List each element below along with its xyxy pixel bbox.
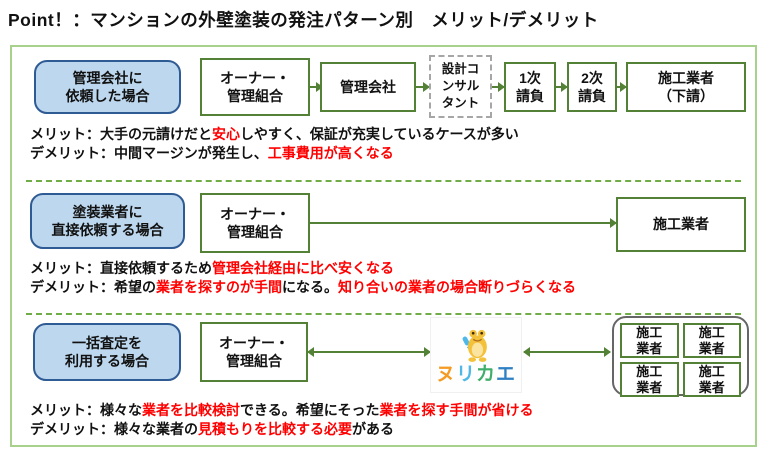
- node-design-consultant: 設計コ ンサル タント: [429, 55, 492, 118]
- merit-text: メリット：直接依頼するため管理会社経由に比べ安くなる: [30, 259, 576, 278]
- diagram-frame: 管理会社に 依頼した場合 オーナー・ 管理組合 管理会社 設計コ ンサル タント…: [10, 45, 757, 447]
- case-box-bulk-quote: 一括査定を 利用する場合: [33, 323, 181, 381]
- demerit-segment-red: 工事費用が高くなる: [267, 145, 394, 161]
- node-secondary-subcontract: 2次 請負: [567, 62, 617, 112]
- merit-segment-red: 安心: [212, 126, 240, 142]
- case-box-management-company: 管理会社に 依頼した場合: [34, 60, 181, 114]
- page-title: Point！：マンションの外壁塗装の発注パターン別 メリット/デメリット: [8, 10, 599, 30]
- flow-arrow: [617, 82, 627, 92]
- notes-section-3: メリット：様々な業者を比較検討できる。希望にそった業者を探す手間が省ける デメリ…: [30, 401, 533, 439]
- node-contractor-option: 施工 業者: [682, 362, 741, 398]
- demerit-text: デメリット：様々な業者の見積もりを比較する必要がある: [30, 420, 533, 439]
- flow-arrow: [416, 82, 430, 92]
- merit-segment: メリット：様々な: [30, 402, 142, 418]
- node-owner-association-1: オーナー・ 管理組合: [200, 58, 310, 116]
- demerit-segment-red: 知り合いの業者の場合断りづらくなる: [338, 279, 576, 295]
- contractor-group: 施工 業者 施工 業者 施工 業者 施工 業者: [612, 316, 749, 398]
- section-divider: [26, 180, 741, 182]
- merit-text: メリット：様々な業者を比較検討できる。希望にそった業者を探す手間が省ける: [30, 401, 533, 420]
- merit-segment: できる。希望にそった: [240, 402, 380, 418]
- demerit-text: デメリット：希望の業者を探すのが手間になる。知り合いの業者の場合断りづらくなる: [30, 278, 576, 297]
- node-primary-subcontract: 1次 請負: [504, 62, 556, 112]
- merit-segment-red: 業者を探す手間が省ける: [379, 402, 534, 418]
- wordmark-char: リ: [455, 363, 476, 385]
- merit-text: メリット：大手の元請けだと安心しやすく、保証が充実しているケースが多い: [30, 125, 519, 144]
- nurikae-wordmark: ヌリカエ: [436, 365, 516, 384]
- flow-arrow-bidirectional: [307, 347, 431, 357]
- nurikae-logo: ヌリカエ: [430, 317, 522, 393]
- notes-section-1: メリット：大手の元請けだと安心しやすく、保証が充実しているケースが多い デメリッ…: [30, 125, 519, 163]
- demerit-segment-red: 業者を探すのが手間: [156, 279, 282, 295]
- demerit-segment: になる。: [282, 279, 338, 295]
- section-divider: [26, 313, 741, 315]
- node-owner-association-2: オーナー・ 管理組合: [200, 193, 310, 253]
- node-contractor-direct: 施工業者: [616, 197, 746, 252]
- demerit-text: デメリット：中間マージンが発生し、工事費用が高くなる: [30, 144, 519, 163]
- flow-arrow-long: [310, 218, 617, 228]
- flow-arrow: [310, 82, 323, 92]
- wordmark-char: エ: [496, 363, 517, 385]
- wordmark-char: カ: [476, 363, 497, 385]
- merit-segment: メリット：直接依頼するため: [30, 260, 212, 276]
- merit-segment: メリット：大手の元請けだと: [30, 126, 212, 142]
- demerit-segment: デメリット：様々な業者の: [30, 421, 198, 437]
- node-owner-association-3: オーナー・ 管理組合: [200, 322, 308, 382]
- node-contractor-option: 施工 業者: [620, 362, 679, 398]
- notes-section-2: メリット：直接依頼するため管理会社経由に比べ安くなる デメリット：希望の業者を探…: [30, 259, 576, 297]
- wordmark-char: ヌ: [435, 363, 456, 385]
- node-management-company: 管理会社: [320, 62, 416, 112]
- demerit-segment: デメリット：中間マージンが発生し、: [30, 145, 268, 161]
- node-contractor-sub: 施工業者 （下請）: [626, 62, 746, 112]
- flow-arrow: [556, 82, 568, 92]
- demerit-segment: デメリット：希望の: [30, 279, 156, 295]
- node-contractor-option: 施工 業者: [620, 323, 679, 359]
- merit-segment-red: 管理会社経由に比べ安くなる: [212, 260, 394, 276]
- merit-segment: しやすく、保証が充実しているケースが多い: [240, 126, 519, 142]
- demerit-segment-red: 見積もりを比較する必要: [198, 421, 352, 437]
- nurikae-mascot-icon: [462, 329, 487, 362]
- case-box-direct-request: 塗装業者に 直接依頼する場合: [30, 193, 185, 249]
- flow-arrow: [492, 82, 505, 92]
- flow-arrow-bidirectional: [523, 347, 611, 357]
- demerit-segment: がある: [352, 421, 394, 437]
- merit-segment-red: 業者を比較検討: [142, 402, 240, 418]
- node-contractor-option: 施工 業者: [682, 323, 741, 359]
